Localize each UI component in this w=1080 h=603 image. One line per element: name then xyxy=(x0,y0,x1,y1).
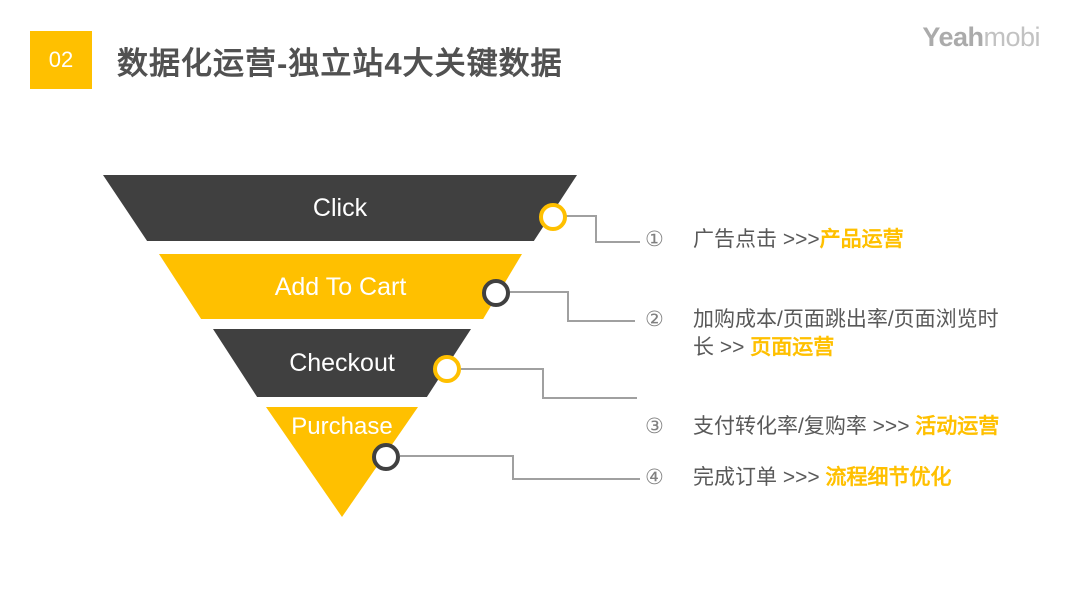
connector-1 xyxy=(566,215,640,243)
section-number: 02 xyxy=(48,47,74,72)
annotation-text: 广告点击 >>>产品运营 xyxy=(693,226,904,254)
annotation-highlight: 产品运营 xyxy=(819,228,904,251)
logo-text-yeah: Yeah xyxy=(922,22,984,52)
section-number-badge: 02 xyxy=(30,31,92,89)
yeahmobi-logo: Yeah mobi xyxy=(922,24,1040,51)
logo-text-mobi: mobi xyxy=(983,22,1040,52)
node-circle-add-to-cart xyxy=(482,279,510,307)
node-circle-purchase xyxy=(372,443,400,471)
annotation-highlight: 页面运营 xyxy=(750,336,835,359)
funnel-level-checkout: Checkout xyxy=(213,329,471,397)
annotation-gray-text: 加购成本/页面跳出率/页面浏览时长 >> xyxy=(693,308,999,359)
funnel-label: Click xyxy=(312,194,368,222)
slide-title: 数据化运营-独立站4大关键数据 xyxy=(117,45,563,81)
funnel-label: Checkout xyxy=(289,349,395,377)
funnel-level-click: Click xyxy=(103,175,577,241)
connector-4 xyxy=(400,455,640,480)
annotation-number: ② xyxy=(645,308,664,331)
annotation-number: ④ xyxy=(645,466,664,489)
annotation-highlight: 活动运营 xyxy=(915,415,1000,438)
funnel-label: Add To Cart xyxy=(274,272,407,301)
annotation-number: ① xyxy=(645,228,664,251)
annotation-gray-text: 广告点击 >>> xyxy=(693,228,820,251)
annotation-row-2: ② 加购成本/页面跳出率/页面浏览时长 >> 页面运营 xyxy=(645,306,1015,362)
node-circle-checkout xyxy=(433,355,461,383)
annotation-text: 支付转化率/复购率 >>> 活动运营 xyxy=(693,413,999,441)
annotation-row-1: ① 广告点击 >>>产品运营 xyxy=(645,226,904,254)
annotation-highlight: 流程细节优化 xyxy=(825,466,952,489)
node-circle-click xyxy=(539,203,567,231)
annotation-gray-text: 支付转化率/复购率 >>> xyxy=(693,415,916,438)
annotation-gray-text: 完成订单 >>> xyxy=(693,466,826,489)
annotation-row-3: ③ 支付转化率/复购率 >>> 活动运营 xyxy=(645,413,999,441)
funnel-label: Purchase xyxy=(291,413,393,440)
annotation-text: 加购成本/页面跳出率/页面浏览时长 >> 页面运营 xyxy=(693,306,1015,362)
annotation-text: 完成订单 >>> 流程细节优化 xyxy=(693,464,951,492)
annotation-row-4: ④ 完成订单 >>> 流程细节优化 xyxy=(645,464,951,492)
connector-3 xyxy=(461,368,637,399)
annotation-number: ③ xyxy=(645,415,664,438)
funnel-level-add-to-cart: Add To Cart xyxy=(159,254,522,319)
connector-2 xyxy=(510,291,635,322)
